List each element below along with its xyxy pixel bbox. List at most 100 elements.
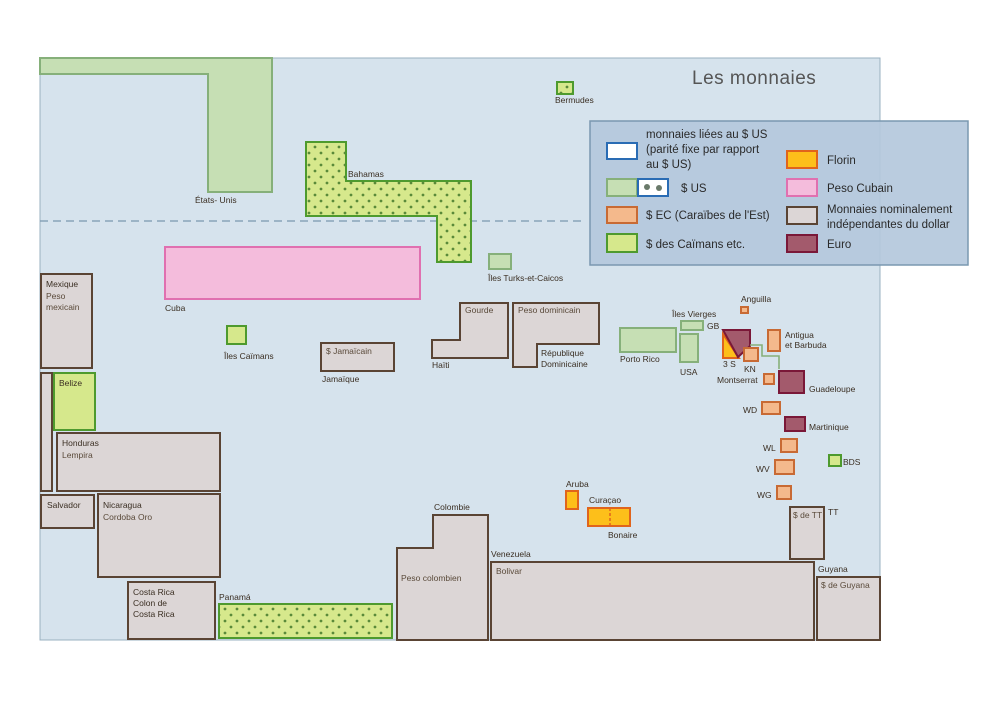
currency-venezuela: Bolivar <box>496 566 522 576</box>
legend-swatch-florin <box>786 150 818 169</box>
region-haiti <box>431 302 509 359</box>
region-curacao-bonaire <box>587 507 631 527</box>
legend-label-usd-linked-1: monnaies liées au $ US <box>646 129 768 141</box>
label-republique-dominicaine-2: Dominicaine <box>541 359 588 369</box>
region-porto-rico <box>619 327 677 353</box>
legend-label-usd-linked-2: (parité fixe par rapport <box>646 144 760 156</box>
region-wd <box>761 401 781 415</box>
label-antigua-1: Antigua <box>785 330 814 340</box>
label-tt: TT <box>828 507 838 517</box>
label-turks-caicos: Îles Turks-et-Caicos <box>487 273 563 283</box>
map-title: Les monnaies <box>692 68 816 89</box>
region-bahamas <box>305 141 472 263</box>
currency-mexique-2: mexicain <box>46 302 80 312</box>
currency-trinidad-tobago: $ de TT <box>793 510 822 520</box>
legend-label-usd: $ US <box>681 183 707 195</box>
legend-swatch-ec <box>606 206 638 224</box>
label-iles-caimans: Îles Caïmans <box>223 351 274 361</box>
label-bahamas: Bahamas <box>348 169 384 179</box>
legend-swatch-euro <box>786 234 818 253</box>
legend-label-caimans: $ des Caïmans etc. <box>646 239 745 251</box>
region-iles-vierges-usa <box>679 333 699 363</box>
label-porto-rico: Porto Rico <box>620 354 660 364</box>
connector-st-barth <box>750 344 780 369</box>
legend-swatch-usd-linked-dots <box>637 178 669 197</box>
legend-label-independent-1: Monnaies nominalement <box>827 204 953 216</box>
region-turks-caicos <box>488 253 512 270</box>
region-trinidad-tobago <box>789 506 825 560</box>
legend-label-usd-linked-3: au $ US) <box>646 159 692 171</box>
region-iles-caimans <box>226 325 247 345</box>
label-bermudes: Bermudes <box>555 95 594 105</box>
region-belize <box>53 372 96 431</box>
region-etats-unis <box>39 57 273 193</box>
region-nicaragua <box>97 493 221 578</box>
region-wv <box>774 459 795 475</box>
legend-label-florin: Florin <box>827 155 856 167</box>
legend-dot-1 <box>644 184 650 190</box>
currency-republique-dominicaine: Peso dominicain <box>518 305 581 315</box>
currency-guyana: $ de Guyana <box>821 580 870 590</box>
label-republique-dominicaine-1: République <box>541 348 584 358</box>
region-antigua <box>767 329 781 352</box>
label-costa-rica-3: Costa Rica <box>133 609 175 619</box>
region-kn <box>743 347 759 362</box>
label-costa-rica-1: Costa Rica <box>133 587 175 597</box>
label-wl: WL <box>763 443 776 453</box>
region-bds <box>828 454 842 467</box>
label-martinique: Martinique <box>809 422 849 432</box>
label-gb: GB <box>707 321 720 331</box>
label-etats-unis: États- Unis <box>195 195 237 205</box>
region-guadeloupe <box>778 370 805 394</box>
region-anguilla <box>740 306 749 314</box>
legend-swatch-caimans <box>606 233 638 253</box>
currency-haiti: Gourde <box>465 305 494 315</box>
label-honduras: Honduras <box>62 438 99 448</box>
label-salvador: Salvador <box>47 500 81 510</box>
label-usa-vi: USA <box>680 367 698 377</box>
region-jamaique <box>320 342 395 372</box>
legend-swatch-cuban <box>786 178 818 197</box>
label-guadeloupe: Guadeloupe <box>809 384 856 394</box>
label-jamaique: Jamaïque <box>322 374 360 384</box>
label-bds: BDS <box>843 457 861 467</box>
label-colombie: Colombie <box>434 502 470 512</box>
legend-swatch-usd <box>606 178 638 197</box>
region-republique-dominicaine <box>512 302 600 368</box>
region-colombie <box>396 514 489 641</box>
currency-nicaragua: Cordoba Oro <box>103 512 152 522</box>
label-nicaragua: Nicaragua <box>103 500 142 510</box>
legend-label-euro: Euro <box>827 239 851 251</box>
label-belize: Belize <box>59 378 82 388</box>
label-anguilla: Anguilla <box>741 294 772 304</box>
label-kn: KN <box>744 364 756 374</box>
label-cuba: Cuba <box>165 303 186 313</box>
region-cuba <box>164 246 421 300</box>
label-wd: WD <box>743 405 757 415</box>
label-montserrat: Montserrat <box>717 375 758 385</box>
label-panama: Panamá <box>219 592 251 602</box>
label-wv: WV <box>756 464 770 474</box>
label-bonaire: Bonaire <box>608 530 638 540</box>
region-costa-rica <box>127 581 216 640</box>
region-salvador <box>40 494 95 529</box>
legend-label-ec: $ EC (Caraïbes de l'Est) <box>646 210 770 222</box>
region-venezuela <box>490 561 815 641</box>
legend-swatch-independent <box>786 206 818 225</box>
label-costa-rica-2: Colon de <box>133 598 167 608</box>
label-haiti: Haïti <box>432 360 450 370</box>
label-antigua-2: et Barbuda <box>785 340 827 350</box>
label-venezuela: Venezuela <box>491 549 531 559</box>
label-wg: WG <box>757 490 772 500</box>
label-curacao: Curaçao <box>589 495 621 505</box>
region-honduras <box>56 432 221 492</box>
currency-colombie: Peso colombien <box>401 573 462 583</box>
label-iles-vierges: Îles Vierges <box>671 309 716 319</box>
currency-honduras: Lempira <box>62 450 93 460</box>
region-wg <box>776 485 792 500</box>
region-aruba <box>565 490 579 510</box>
region-iles-vierges-gb <box>680 320 704 331</box>
currency-jamaique: $ Jamaïcain <box>326 346 372 356</box>
legend-label-independent-2: indépendantes du dollar <box>827 219 950 231</box>
